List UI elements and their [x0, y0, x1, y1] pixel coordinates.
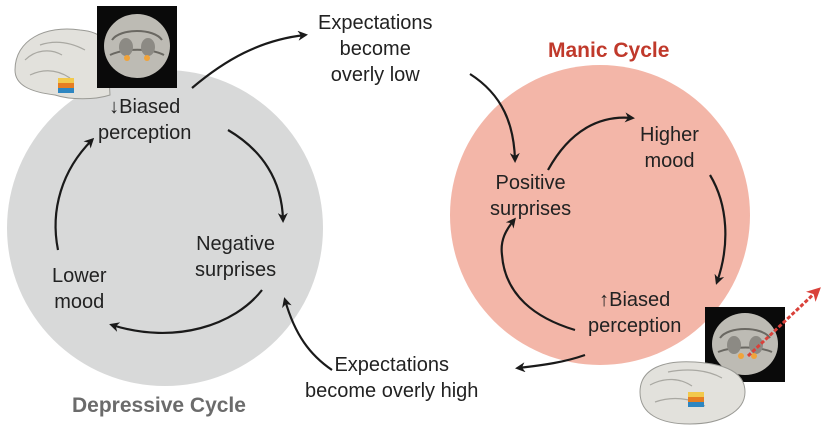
brain-lateral-illustration-right: [639, 361, 746, 425]
arrow-into-depressive: [282, 297, 333, 371]
depressive-cycle-title: Depressive Cycle: [72, 394, 246, 417]
manic-cycle-circle: [450, 65, 750, 365]
depressive-biased-perception-label: ↓Biased perception: [98, 96, 192, 144]
arrow-lower-to-perception: [54, 137, 95, 251]
arrow-positive-to-higher: [547, 112, 635, 171]
down-arrow-glyph: ↓: [109, 96, 120, 118]
manic-biased-perception-label: ↑Biased perception: [588, 289, 682, 337]
arrow-manic-exit: [515, 353, 586, 373]
arrow-negative-to-lower: [109, 289, 263, 335]
arrow-into-manic: [469, 73, 520, 163]
brain-coronal-slice-left: [97, 6, 177, 88]
arrow-depressive-exit: [191, 30, 308, 89]
expectations-overly-low-label: Expectations become overly low: [318, 12, 433, 86]
arrow-perception-to-positive: [500, 217, 576, 332]
arrow-perception-to-negative: [227, 129, 288, 223]
higher-mood-label: Higher mood: [640, 124, 699, 172]
up-arrow-glyph: ↑: [599, 289, 610, 311]
lower-mood-label: Lower mood: [52, 265, 107, 313]
brain-lateral-illustration-left: [14, 28, 111, 100]
brain-coronal-slice-right: [705, 307, 785, 382]
arrow-higher-to-perception: [709, 174, 727, 285]
red-pointer-arrow: [746, 287, 821, 358]
negative-surprises-label: Negative surprises: [195, 233, 277, 281]
manic-cycle-title: Manic Cycle: [548, 39, 670, 62]
positive-surprises-label: Positive surprises: [490, 172, 572, 220]
expectations-overly-high-label: Expectations become overly high: [305, 354, 479, 402]
